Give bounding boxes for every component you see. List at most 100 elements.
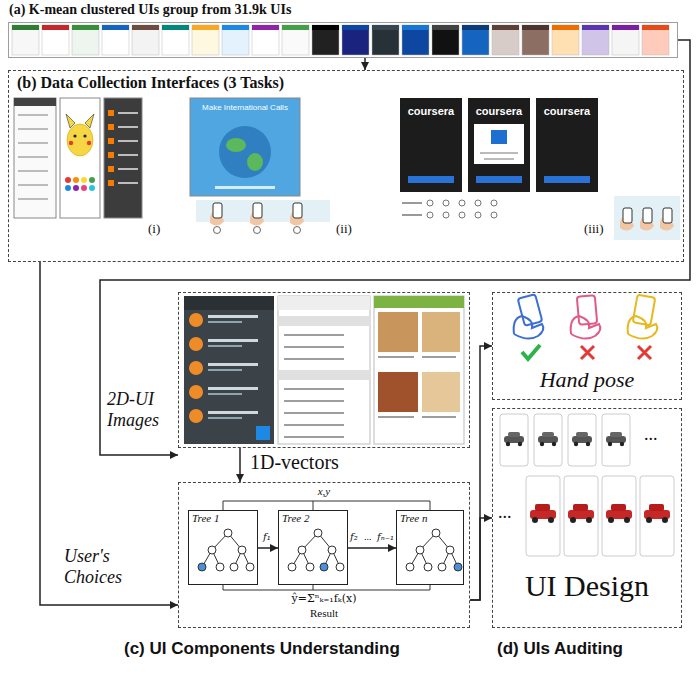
ui-screenshot xyxy=(378,416,414,418)
task-screenshot xyxy=(108,124,114,130)
ui-thumbnail xyxy=(612,25,639,55)
tree-ensemble-panel: (c) UI Components UnderstandingTree 1Tre… xyxy=(178,482,470,628)
tree-diagram xyxy=(446,546,454,554)
ui-screenshot xyxy=(284,412,344,414)
car-app-screens xyxy=(538,436,558,443)
task-screenshot xyxy=(60,98,100,218)
ui-screenshot xyxy=(189,313,203,327)
panel-label: Hand pose xyxy=(540,367,635,392)
tree-box: Tree 2 xyxy=(278,510,348,585)
ui-screenshot xyxy=(278,316,370,326)
tree-diagram xyxy=(223,501,430,502)
car-app-screens xyxy=(649,504,664,511)
ui-screenshot xyxy=(184,296,464,444)
tree-diagram xyxy=(198,501,462,590)
ui-thumbnail xyxy=(342,25,369,55)
panel-heading: (a) K-mean clustered UIs group from 31.9… xyxy=(9,2,291,18)
task-screenshot xyxy=(290,203,304,226)
task-screenshot xyxy=(544,176,590,183)
task-screenshot xyxy=(18,198,48,200)
ui-thumbnail xyxy=(252,25,279,55)
task-screenshot xyxy=(247,153,263,171)
ui-screenshot xyxy=(189,337,203,351)
task-screenshot xyxy=(400,98,462,192)
tree-diagram xyxy=(198,563,206,571)
ui-thumbnail xyxy=(372,25,399,55)
ui-screenshot xyxy=(284,358,344,360)
tree-diagram xyxy=(230,563,238,571)
car-app-screens xyxy=(586,442,590,446)
hand-pose-illustration xyxy=(581,346,594,359)
panel-index: (i) xyxy=(148,222,160,237)
ui-screenshot xyxy=(208,363,258,366)
tree-diagram xyxy=(216,563,224,571)
task-screenshot xyxy=(89,177,95,183)
car-app-screens xyxy=(568,414,596,466)
ui-screenshot xyxy=(208,339,258,342)
ui-thumbnail xyxy=(12,25,39,55)
car-app-screens xyxy=(611,504,626,511)
connector xyxy=(239,448,241,482)
task-screenshot xyxy=(14,98,56,218)
input-symbol: x,y xyxy=(318,485,331,498)
task-screenshot xyxy=(226,138,246,152)
tree-box: Tree 1 xyxy=(188,510,258,585)
hand-pose-illustration xyxy=(522,345,540,359)
ui-screenshot xyxy=(278,296,370,310)
connector xyxy=(258,547,278,549)
car-app-screens xyxy=(526,476,560,556)
tree-diagram xyxy=(313,585,314,590)
car-app-screens xyxy=(662,517,668,523)
panel-label: UI Design xyxy=(525,569,649,604)
ui-thumbnail xyxy=(522,25,549,30)
ui-thumbnail xyxy=(372,25,399,30)
ellipsis: ... xyxy=(498,502,512,523)
car-app-screens xyxy=(552,442,556,446)
ui-thumbnail xyxy=(642,25,669,30)
hand-pose-illustration xyxy=(571,316,601,339)
connector xyxy=(40,262,178,605)
car-app-screens xyxy=(620,442,624,446)
task-screenshot xyxy=(254,227,261,234)
ui-screenshot xyxy=(422,312,460,352)
ui-screenshot xyxy=(422,372,460,412)
tree-diagram xyxy=(424,563,432,571)
ui-thumbnail xyxy=(402,25,429,55)
task-screenshot xyxy=(108,138,114,144)
ui-thumbnail xyxy=(342,25,369,30)
car-app-screens xyxy=(548,517,554,523)
connector xyxy=(348,547,396,549)
hand-pose-illustration xyxy=(628,316,658,339)
car-app-screens xyxy=(576,432,588,437)
panel-index: (ii) xyxy=(336,222,352,237)
hand-pose-panel: Hand pose xyxy=(492,292,682,400)
tree-diagram xyxy=(223,501,224,510)
car-app-screens xyxy=(504,436,524,443)
car-app-screens xyxy=(586,517,592,523)
tree-label: Tree n xyxy=(400,512,427,525)
ui-screenshot xyxy=(184,296,274,310)
car-app-screens xyxy=(534,414,562,466)
ui-thumbnail xyxy=(12,25,39,30)
task-screenshot xyxy=(250,203,264,226)
task-screenshot xyxy=(660,208,674,231)
ui-thumbnail xyxy=(522,25,549,55)
task-screenshot xyxy=(67,124,93,156)
car-app-screens xyxy=(564,476,598,556)
ui-thumbnail xyxy=(222,25,249,55)
car-app-screens xyxy=(608,442,612,446)
connector-group xyxy=(40,40,690,605)
ellipsis: ... xyxy=(364,531,372,543)
task-screenshot xyxy=(108,180,114,186)
ui-screenshot xyxy=(284,334,344,336)
car-app-screens xyxy=(535,504,550,511)
tree-diagram xyxy=(224,529,232,537)
screen-logo: coursera xyxy=(408,105,454,118)
ui-thumbnail xyxy=(102,25,129,55)
tree-diagram xyxy=(410,533,458,567)
task-screenshot xyxy=(118,126,138,128)
task-screenshot xyxy=(118,112,138,114)
car-app-screens xyxy=(573,504,588,511)
task-screenshot xyxy=(73,177,79,183)
car-app-screens xyxy=(602,476,636,556)
